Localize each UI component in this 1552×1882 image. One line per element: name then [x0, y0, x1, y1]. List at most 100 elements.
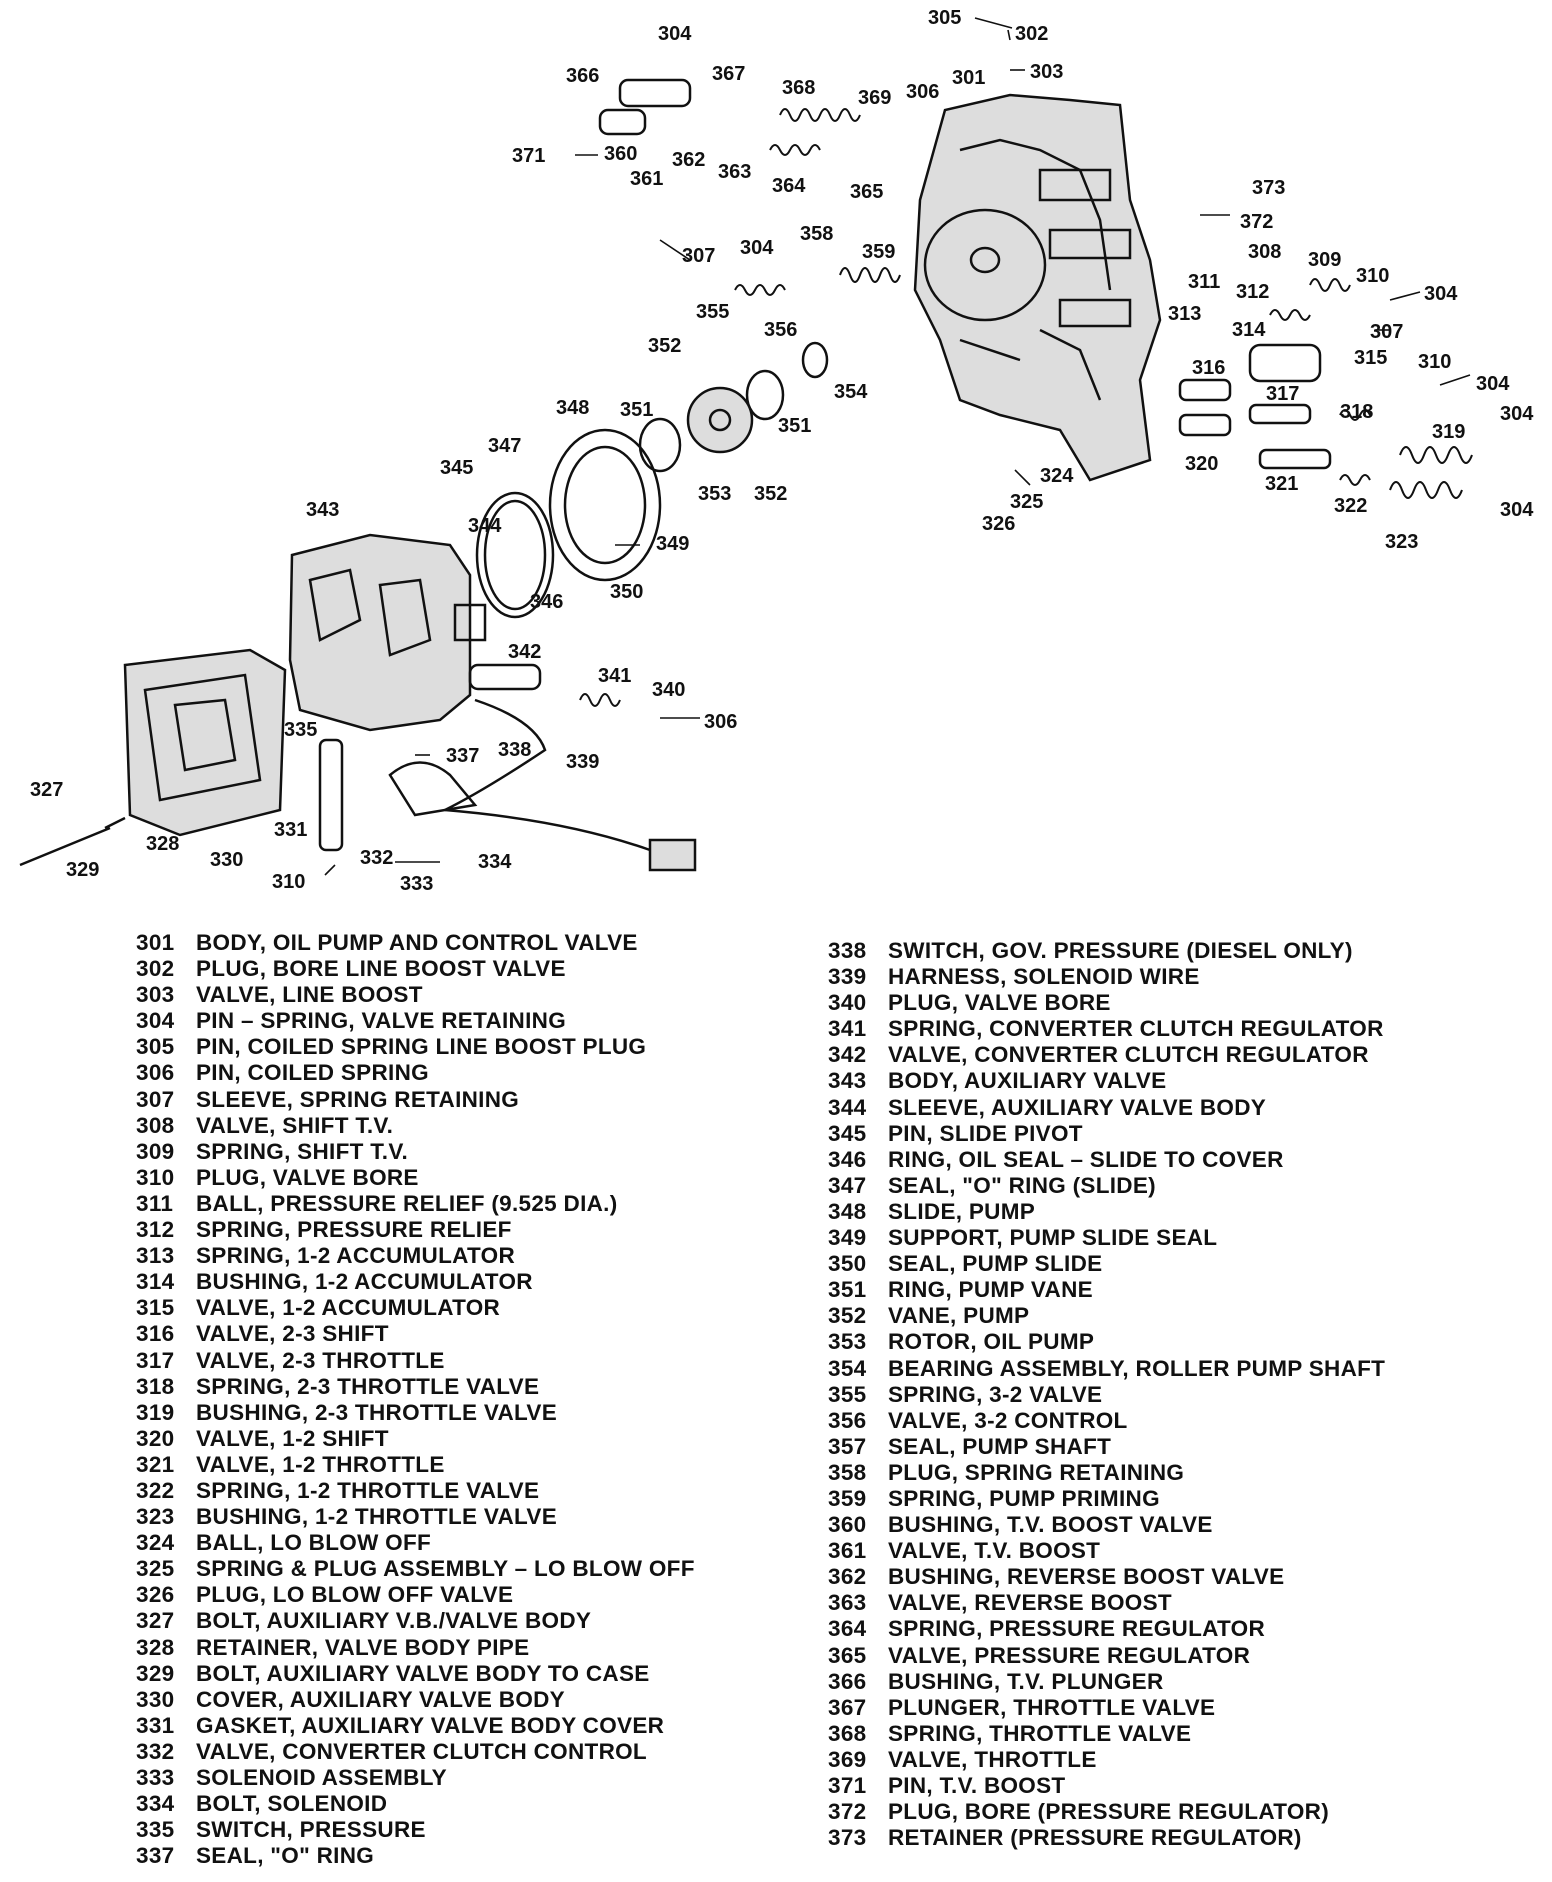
legend-part-number: 316 — [136, 1321, 175, 1347]
callout-330: 330 — [210, 849, 243, 871]
callout-369: 369 — [858, 87, 891, 109]
legend-part-description: SPRING, 3-2 VALVE — [888, 1381, 1103, 1407]
callout-321: 321 — [1265, 473, 1298, 495]
auxiliary-cover — [123, 648, 287, 837]
callout-304c: 304 — [1424, 283, 1458, 305]
legend-part-description: SEAL, PUMP SLIDE — [888, 1251, 1103, 1277]
callout-304a: 304 — [658, 23, 692, 45]
legend-part-number: 365 — [828, 1642, 867, 1668]
legend-part-description: PLUG, VALVE BORE — [196, 1164, 419, 1190]
legend-row: 337 SEAL, "O" RING — [136, 1843, 695, 1869]
legend-part-description: VALVE, 2-3 THROTTLE — [196, 1347, 445, 1373]
callout-337: 337 — [446, 745, 479, 767]
legend-part-number: 308 — [136, 1112, 175, 1138]
legend-part-description: PLUG, BORE LINE BOOST VALVE — [196, 956, 566, 982]
legend-part-description: SPRING & PLUG ASSEMBLY – LO BLOW OFF — [196, 1556, 695, 1582]
auxiliary-valve-body — [288, 533, 487, 732]
callout-318: 318 — [1340, 401, 1373, 423]
legend-part-number: 351 — [828, 1277, 867, 1303]
legend-part-description: SWITCH, PRESSURE — [196, 1817, 426, 1843]
legend-part-description: BUSHING, 2-3 THROTTLE VALVE — [196, 1399, 558, 1425]
legend-part-description: SWITCH, GOV. PRESSURE (DIESEL ONLY) — [888, 938, 1353, 963]
legend-part-description: PLUG, BORE (PRESSURE REGULATOR) — [888, 1799, 1329, 1825]
legend-part-description: VALVE, T.V. BOOST — [888, 1538, 1101, 1564]
legend-part-description: SEAL, "O" RING — [196, 1843, 375, 1869]
legend-part-number: 311 — [136, 1190, 174, 1216]
legend-part-number: 306 — [136, 1060, 175, 1086]
legend-part-description: BUSHING, 1-2 THROTTLE VALVE — [196, 1504, 558, 1530]
legend-part-number: 371 — [828, 1773, 867, 1798]
legend-part-number: 368 — [828, 1720, 867, 1746]
legend-part-number: 356 — [828, 1407, 867, 1433]
legend-part-number: 349 — [828, 1225, 867, 1251]
legend-part-description: VALVE, PRESSURE REGULATOR — [888, 1642, 1251, 1668]
callout-335: 335 — [284, 719, 317, 741]
callout-372: 372 — [1240, 211, 1273, 233]
legend-part-number: 328 — [136, 1634, 175, 1660]
callout-344: 344 — [468, 515, 502, 537]
callout-320: 320 — [1185, 453, 1218, 475]
legend-part-description: VALVE, CONVERTER CLUTCH REGULATOR — [888, 1042, 1369, 1068]
legend-part-number: 319 — [136, 1399, 175, 1425]
legend-part-description: VALVE, 1-2 THROTTLE — [196, 1451, 445, 1477]
callout-323: 323 — [1385, 531, 1418, 553]
legend-part-number: 309 — [136, 1138, 175, 1164]
callout-314: 314 — [1232, 319, 1266, 341]
legend-part-number: 335 — [136, 1817, 175, 1843]
legend-part-description: SPRING, 1-2 THROTTLE VALVE — [196, 1477, 540, 1503]
legend-part-description: SOLENOID ASSEMBLY — [196, 1765, 447, 1790]
callout-310c: 310 — [272, 871, 305, 893]
legend-part-description: BOLT, AUXILIARY V.B./VALVE BODY — [196, 1608, 592, 1634]
callout-309: 309 — [1308, 249, 1341, 271]
legend-part-number: 355 — [828, 1381, 867, 1407]
callout-310b: 310 — [1418, 351, 1451, 373]
legend-part-number: 338 — [828, 938, 867, 963]
callout-338: 338 — [498, 739, 531, 761]
legend-part-number: 331 — [136, 1712, 175, 1738]
legend-part-number: 363 — [828, 1590, 867, 1616]
callout-346: 346 — [530, 591, 563, 613]
callout-371: 371 — [512, 145, 545, 167]
legend-part-number: 357 — [828, 1433, 867, 1459]
legend-part-number: 320 — [136, 1425, 175, 1451]
legend-part-description: VALVE, LINE BOOST — [196, 982, 423, 1008]
legend-part-number: 315 — [136, 1295, 175, 1321]
legend-part-description: PLUG, VALVE BORE — [888, 990, 1111, 1016]
callout-319: 319 — [1432, 421, 1465, 443]
legend-part-number: 339 — [828, 964, 867, 990]
legend-part-description: PIN, COILED SPRING — [196, 1060, 429, 1086]
legend-part-description: GASKET, AUXILIARY VALVE BODY COVER — [196, 1712, 665, 1738]
callout-302: 302 — [1015, 23, 1048, 45]
legend-part-number: 337 — [136, 1843, 175, 1869]
legend-row: 302 PLUG, BORE LINE BOOST VALVE — [136, 956, 695, 982]
callout-315: 315 — [1354, 347, 1387, 369]
callout-345: 345 — [440, 457, 473, 479]
callout-325: 325 — [1010, 491, 1043, 513]
legend-part-description: BOLT, SOLENOID — [196, 1791, 388, 1817]
legend-part-number: 362 — [828, 1564, 867, 1590]
pump-slide-shape — [548, 428, 662, 582]
callout-311: 311 — [1188, 271, 1220, 293]
callout-354: 354 — [834, 381, 868, 403]
callout-310a: 310 — [1356, 265, 1389, 287]
legend-part-number: 302 — [136, 956, 175, 982]
callout-342: 342 — [508, 641, 541, 663]
